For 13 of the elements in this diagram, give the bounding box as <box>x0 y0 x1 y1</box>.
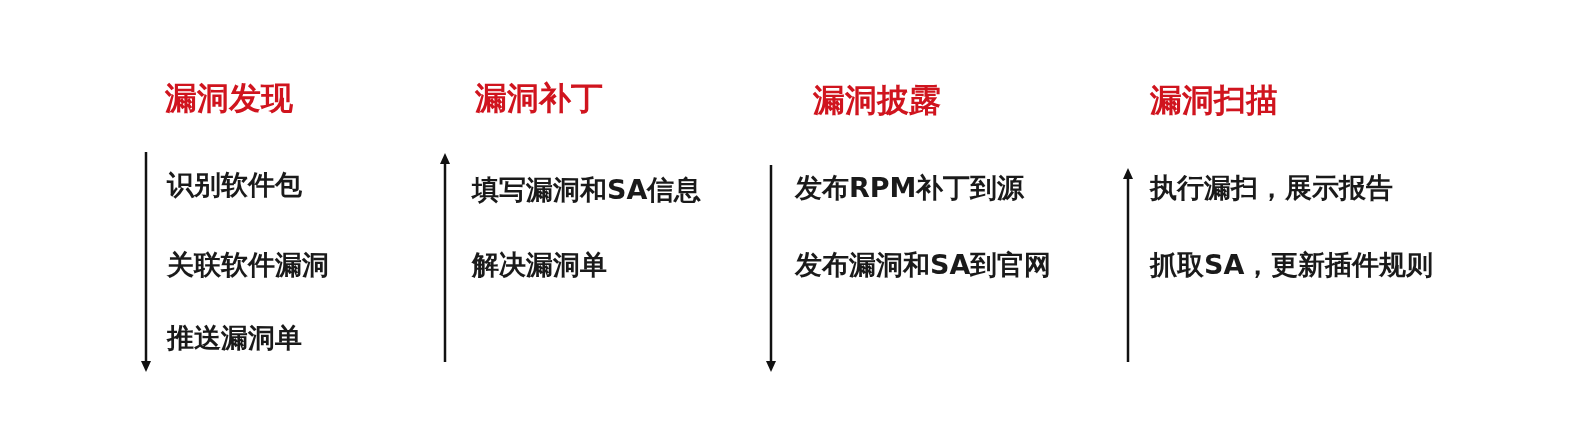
step-text: 发布漏洞和SA到官网 <box>795 249 1052 282</box>
step-text: 识别软件包 <box>167 169 302 202</box>
column-heading: 漏洞发现 <box>165 79 293 118</box>
step-text: 推送漏洞单 <box>167 322 302 355</box>
step-text: 执行漏扫，展示报告 <box>1150 172 1393 205</box>
step-text: 发布RPM补丁到源 <box>795 172 1025 205</box>
step-text: 填写漏洞和SA信息 <box>472 174 702 207</box>
step-text: 关联软件漏洞 <box>167 249 329 282</box>
column-heading: 漏洞补丁 <box>475 79 603 118</box>
step-text: 抓取SA，更新插件规则 <box>1150 249 1434 282</box>
column-heading: 漏洞披露 <box>813 81 941 120</box>
step-text: 解决漏洞单 <box>472 249 607 282</box>
column-heading: 漏洞扫描 <box>1150 81 1278 120</box>
